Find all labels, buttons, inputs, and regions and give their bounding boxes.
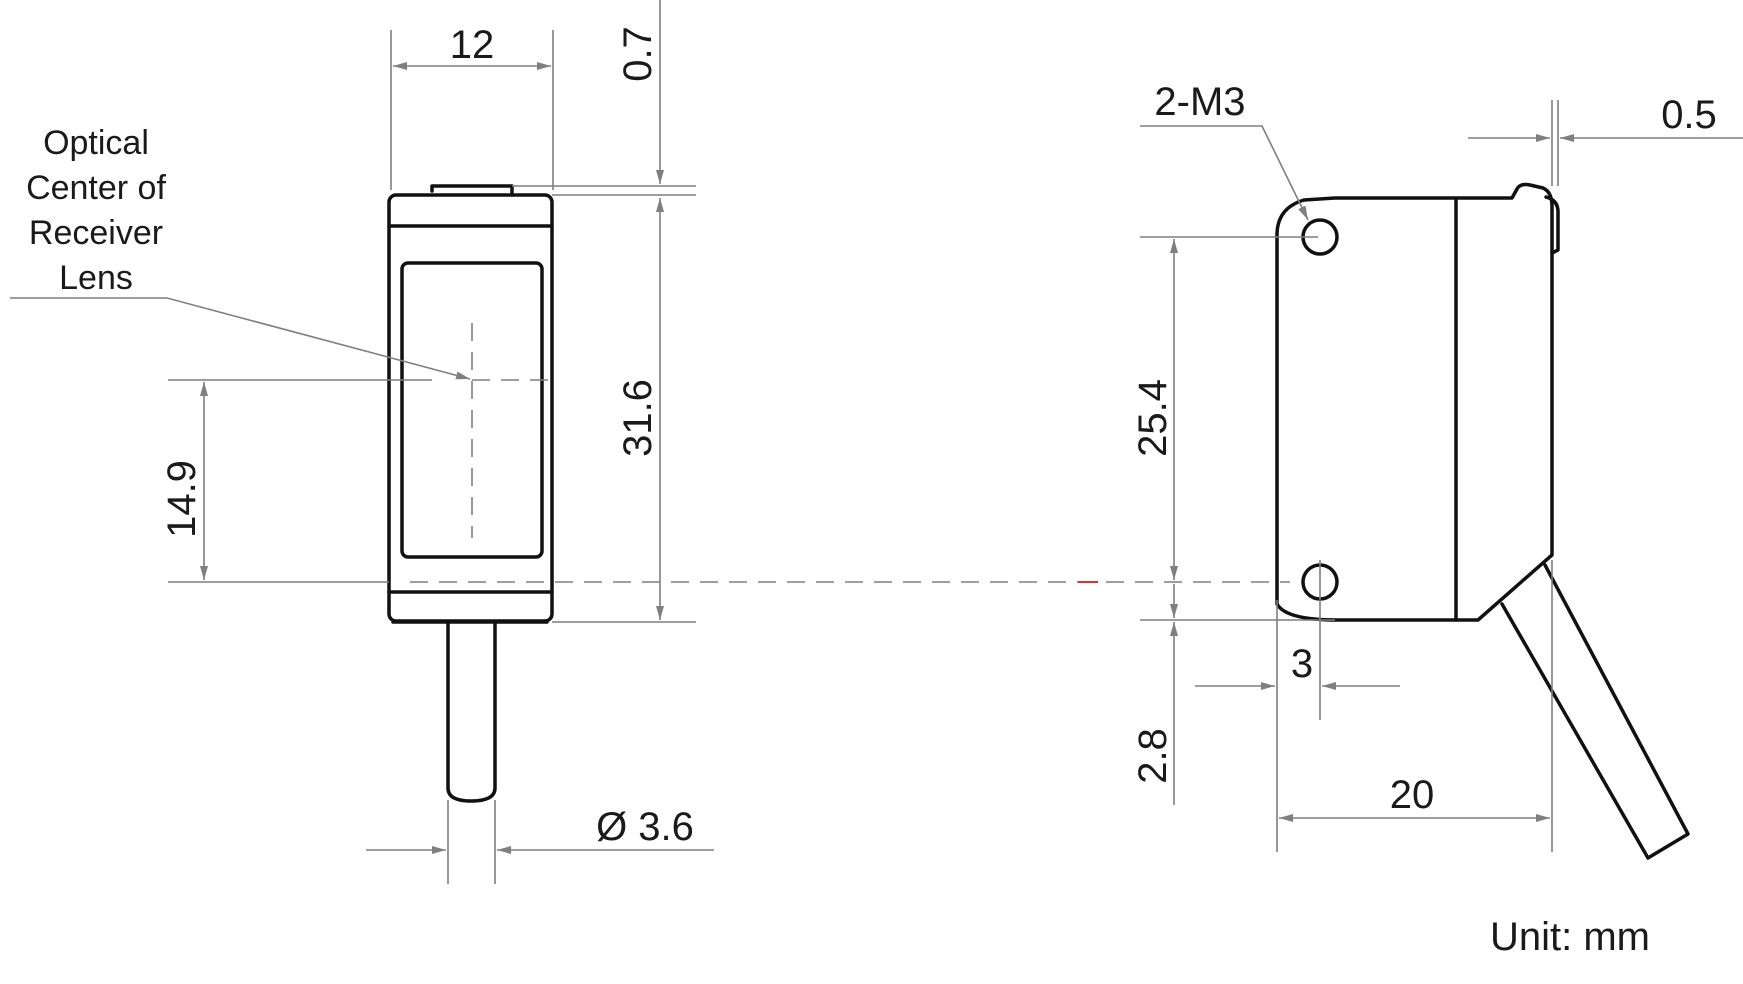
front-view: 12 0.7 31.6 14.9 Optical Center of Recei…: [10, 0, 714, 884]
dim-offset-top: 0.7: [616, 26, 660, 82]
side-cable: [1500, 563, 1690, 860]
svg-text:Optical: Optical: [43, 124, 149, 162]
screw-spec: 2-M3: [1154, 80, 1245, 124]
dim-depth: 20: [1390, 773, 1435, 817]
side-housing: [1275, 182, 1560, 622]
lens-note: Optical Center of Receiver Lens: [26, 124, 166, 297]
dim-hole-bottom: 2.8: [1131, 728, 1175, 784]
dim-hole-pitch: 25.4: [1131, 379, 1175, 457]
dim-cable-offset: 0.5: [1661, 93, 1717, 137]
dim-height: 31.6: [616, 379, 660, 457]
svg-text:Receiver: Receiver: [29, 214, 163, 252]
dim-optical-center: 14.9: [160, 460, 204, 538]
dim-cable-diameter: Ø 3.6: [596, 805, 694, 849]
dim-width: 12: [450, 23, 495, 67]
front-cable: [446, 622, 497, 803]
dim-hole-edge: 3: [1291, 642, 1313, 686]
svg-text:Lens: Lens: [59, 259, 133, 297]
unit-label: Unit: mm: [1490, 915, 1650, 959]
side-view: 2-M3 0.5 25.4 2.8 3 20: [1131, 80, 1743, 860]
svg-text:Center of: Center of: [26, 169, 166, 207]
front-housing: [387, 184, 554, 624]
